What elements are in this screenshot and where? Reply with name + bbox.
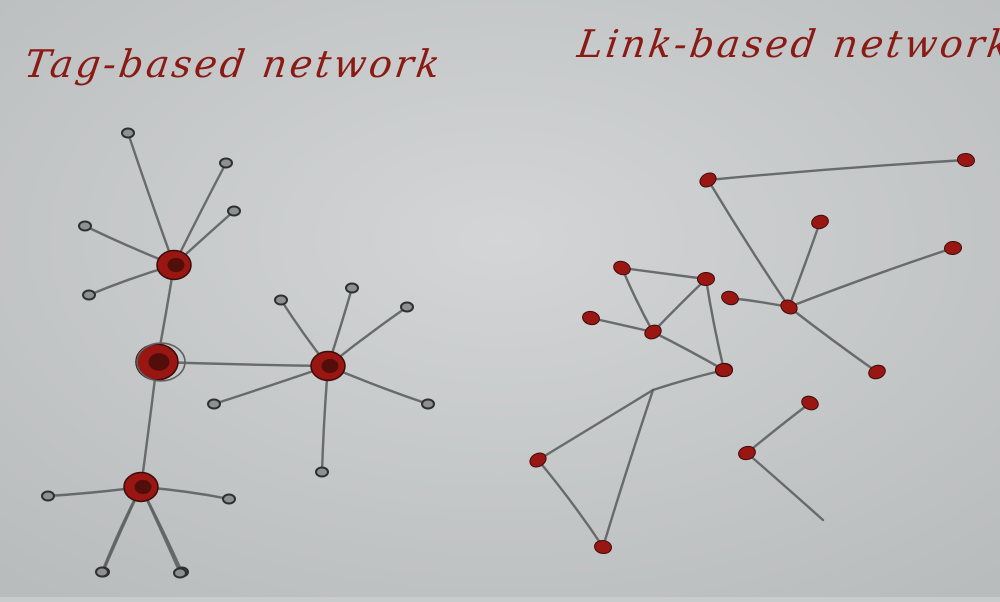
- link-node-r: [801, 395, 819, 411]
- tag-node-l6: [274, 294, 288, 306]
- tag-node-l9: [421, 398, 435, 410]
- link-edge-q-s: [745, 451, 825, 522]
- link-edge-a-i: [706, 178, 791, 309]
- tag-node-l1: [121, 127, 135, 139]
- tag-node-l17: [173, 567, 187, 579]
- nodes-layer: [41, 127, 975, 579]
- link-node-g: [582, 310, 600, 326]
- tag-node-l13: [222, 493, 236, 505]
- link-node-m: [721, 290, 739, 306]
- tag-node-l2: [219, 157, 233, 169]
- tag-node-h1: [156, 249, 192, 281]
- link-edge-a-b: [706, 158, 968, 182]
- link-node-n: [944, 240, 962, 256]
- link-node-c: [811, 214, 829, 230]
- link-edge-l-p: [601, 388, 655, 549]
- tag-node-h3: [310, 350, 346, 382]
- link-node-k: [868, 364, 886, 380]
- tag-node-l8: [400, 301, 414, 313]
- link-node-i: [780, 299, 798, 315]
- link-node-f: [644, 324, 662, 340]
- link-node-p: [594, 539, 612, 555]
- tag-node-l10: [315, 466, 329, 478]
- tag-node-h4: [123, 471, 159, 503]
- tag-network-title: Tag-based network: [21, 42, 446, 86]
- tag-node-l12: [41, 490, 55, 502]
- link-edge-o-p: [536, 458, 605, 549]
- link-edge-e-h: [704, 277, 726, 372]
- link-node-d: [613, 260, 631, 276]
- link-node-b: [957, 152, 975, 168]
- link-node-o: [529, 452, 547, 468]
- tag-node-l7: [345, 282, 359, 294]
- link-network-title: Link-based network: [574, 22, 1000, 66]
- link-node-q: [738, 445, 756, 461]
- link-edge-c-i: [787, 220, 822, 309]
- link-node-j: [715, 362, 733, 378]
- link-node-e: [697, 271, 715, 287]
- tag-node-l4: [78, 220, 92, 232]
- tag-node-l5: [82, 289, 96, 301]
- link-node-a: [699, 172, 717, 188]
- link-edge-i-n: [787, 246, 955, 309]
- tag-node-h2: [135, 342, 186, 382]
- tag-node-l3: [227, 205, 241, 217]
- link-edge-i-k: [787, 305, 879, 374]
- tag-node-l16: [95, 566, 109, 578]
- link-edge-l-o: [536, 388, 655, 462]
- tag-node-l11: [207, 398, 221, 410]
